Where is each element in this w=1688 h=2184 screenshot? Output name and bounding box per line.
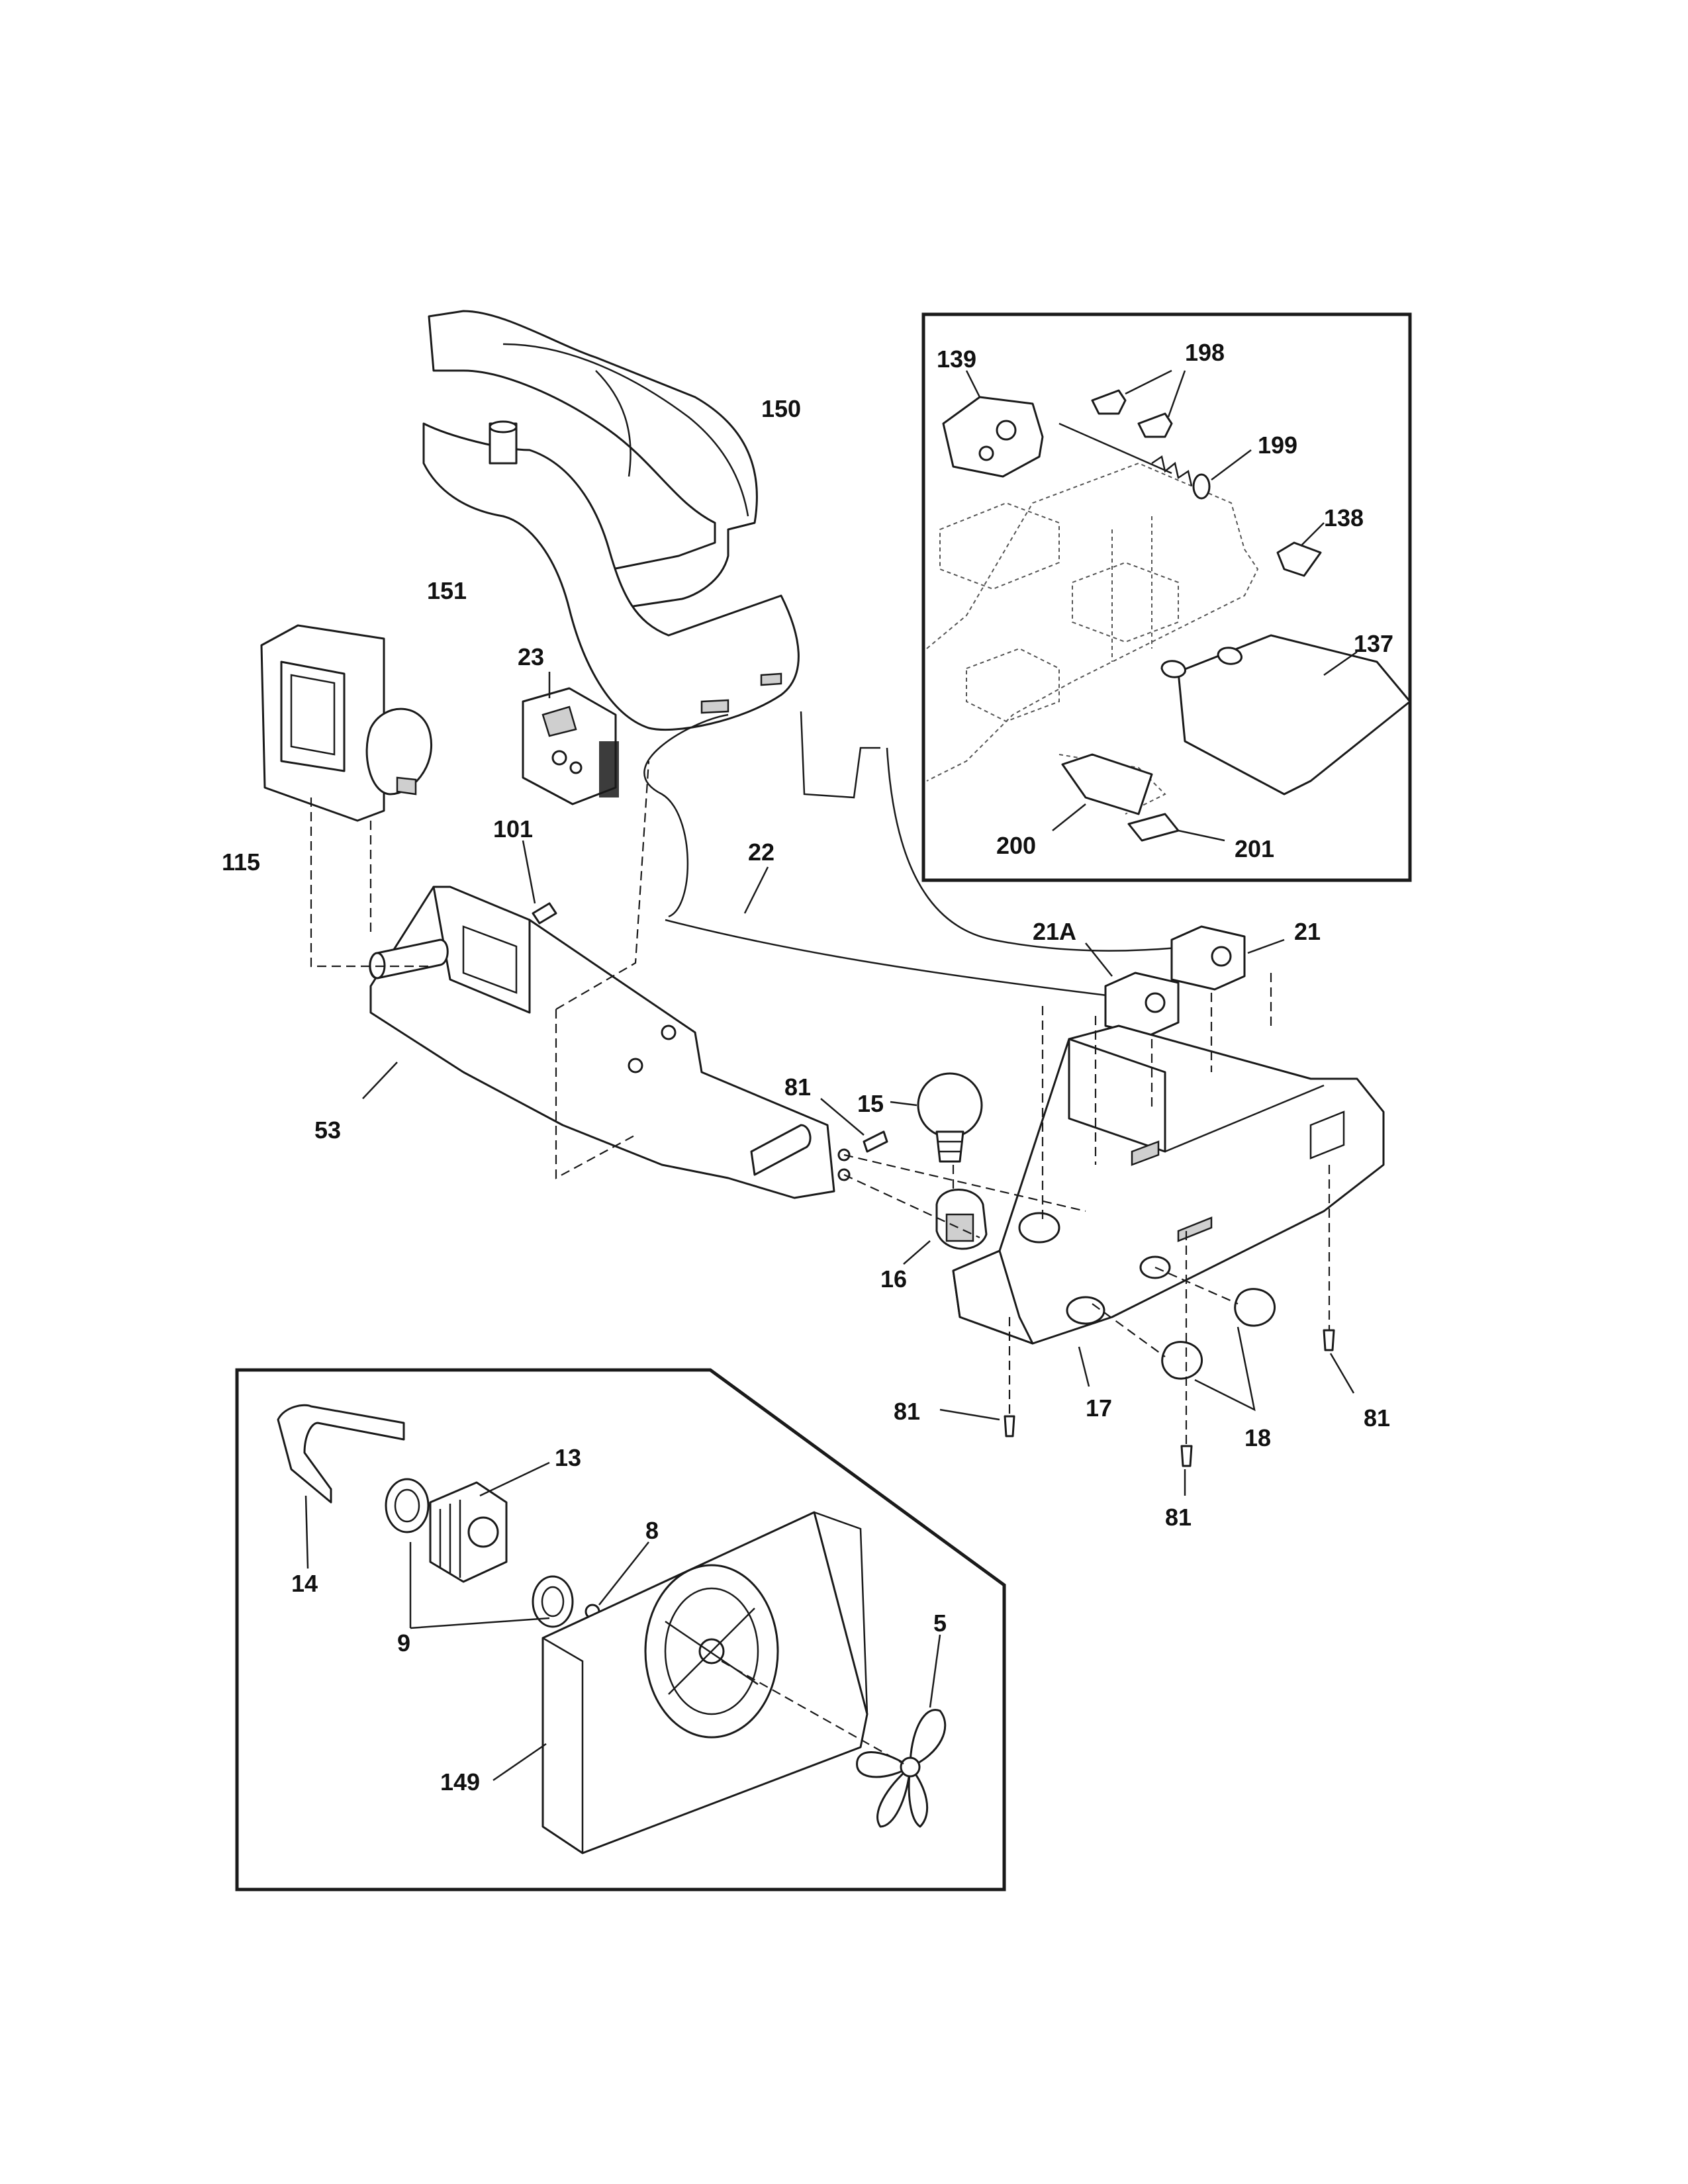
part-137-door: [1160, 634, 1411, 796]
part-21-switch: [1170, 925, 1285, 991]
part-17-main-housing: [952, 1024, 1385, 1387]
callout-101: 101: [493, 815, 533, 842]
callout-18: 18: [1244, 1424, 1271, 1451]
callout-151: 151: [427, 577, 467, 604]
callout-199: 199: [1258, 432, 1297, 459]
callout-23: 23: [518, 643, 544, 670]
callout-22: 22: [748, 839, 774, 866]
part-150-chute: [428, 310, 758, 610]
part-201-pad: [1127, 813, 1225, 842]
part-115-motor-housing: [260, 624, 432, 822]
part-21a-switch: [1085, 942, 1180, 1037]
callout-21a: 21A: [1033, 918, 1076, 945]
part-139-actuator: [942, 370, 1044, 478]
inset-frame-fan-assembly: [235, 1368, 1006, 1891]
part-200-seal: [1052, 753, 1153, 831]
callout-14: 14: [291, 1570, 318, 1597]
callout-150: 150: [761, 395, 801, 422]
callout-139: 139: [937, 345, 976, 373]
callout-138: 138: [1324, 504, 1364, 531]
part-199-spring-rod: [1058, 422, 1252, 500]
callout-21: 21: [1294, 918, 1321, 945]
callout-8: 8: [645, 1517, 659, 1544]
callout-149: 149: [440, 1768, 480, 1796]
part-22-tube: [643, 711, 1192, 997]
callout-16: 16: [880, 1265, 907, 1293]
inset-frame-ice-chute: [921, 312, 1412, 882]
part-101-screw: [522, 840, 557, 925]
part-15-bulb: [890, 1072, 983, 1163]
part-9-pulleys: [385, 1478, 574, 1629]
callout-81-d: 81: [1364, 1404, 1390, 1432]
callout-81-b: 81: [894, 1398, 920, 1425]
callout-200: 200: [996, 832, 1036, 859]
callout-81-a: 81: [784, 1073, 811, 1101]
callout-115: 115: [222, 848, 260, 876]
part-138-clip: [1276, 522, 1325, 577]
part-81-screw-c: [1180, 1445, 1193, 1496]
part-151-lower-cover: [422, 420, 800, 731]
callout-81-c: 81: [1165, 1504, 1192, 1531]
part-18-knobs: [1161, 1288, 1276, 1412]
part-198-clips: [1091, 369, 1186, 438]
part-81-screw-b: [939, 1408, 1015, 1437]
callout-13: 13: [555, 1444, 581, 1471]
callout-53: 53: [314, 1116, 341, 1144]
alignment-dash-lines: [310, 760, 1331, 1446]
part-13-motor: [429, 1461, 550, 1583]
callout-15: 15: [857, 1090, 884, 1117]
callout-198: 198: [1185, 339, 1225, 366]
part-23-control-board: [522, 672, 619, 805]
part-149-fan-shroud: [492, 1511, 868, 1854]
part-14-bracket: [277, 1404, 405, 1569]
part-81-screw-d: [1323, 1329, 1355, 1394]
part-16-socket: [903, 1189, 988, 1265]
callout-17: 17: [1086, 1394, 1112, 1422]
callout-9: 9: [397, 1629, 410, 1657]
callout-201: 201: [1235, 835, 1274, 862]
part-53-bracket: [362, 886, 851, 1199]
part-81-screw-a: [820, 1098, 888, 1153]
part-5-fan-blade: [721, 1634, 947, 1828]
callout-5: 5: [933, 1610, 947, 1637]
callout-137: 137: [1354, 630, 1393, 657]
